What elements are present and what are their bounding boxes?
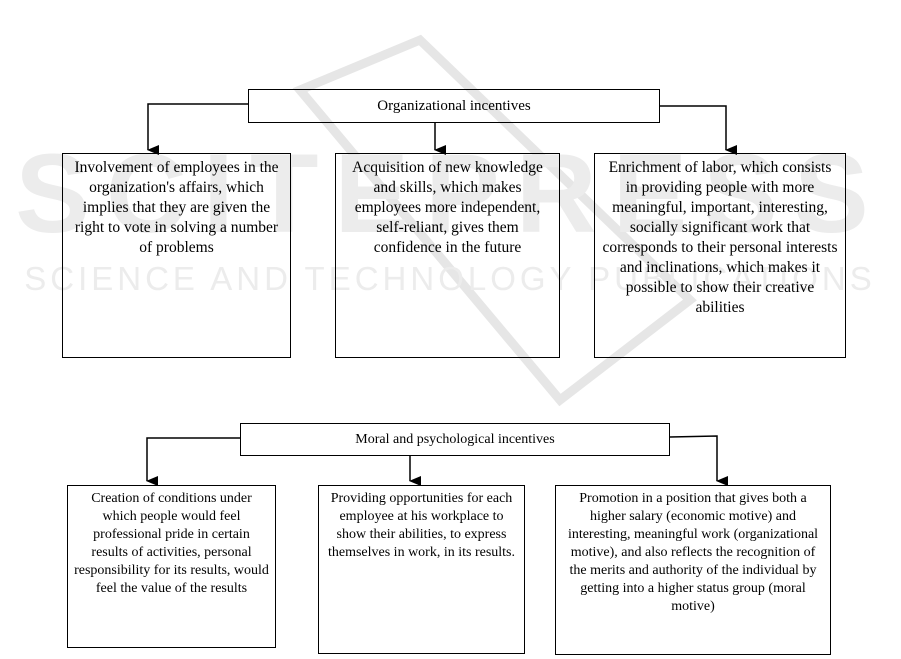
enrichment-text: Enrichment of labor, which consists in p…: [602, 159, 838, 316]
opportunities-box: Providing opportunities for each employe…: [318, 485, 525, 654]
moral-psychological-header: Moral and psychological incentives: [240, 423, 670, 456]
organizational-incentives-label: Organizational incentives: [377, 97, 531, 114]
pride-box: Creation of conditions under which peopl…: [67, 485, 276, 648]
enrichment-box: Enrichment of labor, which consists in p…: [594, 153, 846, 358]
connector-bottom-left: [146, 437, 240, 486]
moral-psychological-label: Moral and psychological incentives: [355, 431, 555, 447]
connector-top-left: [147, 103, 248, 155]
knowledge-text: Acquisition of new knowledge and skills,…: [352, 159, 543, 256]
connector-top-right: [660, 105, 737, 155]
involvement-box: Involvement of employees in the organiza…: [62, 153, 291, 358]
promotion-box: Promotion in a position that gives both …: [555, 485, 831, 655]
involvement-text: Involvement of employees in the organiza…: [74, 159, 279, 256]
knowledge-box: Acquisition of new knowledge and skills,…: [335, 153, 560, 358]
promotion-text: Promotion in a position that gives both …: [567, 491, 819, 614]
pride-text: Creation of conditions under which peopl…: [74, 491, 269, 596]
organizational-incentives-header: Organizational incentives: [248, 89, 660, 123]
connector-bottom-right: [669, 435, 728, 486]
opportunities-text: Providing opportunities for each employe…: [327, 491, 516, 560]
